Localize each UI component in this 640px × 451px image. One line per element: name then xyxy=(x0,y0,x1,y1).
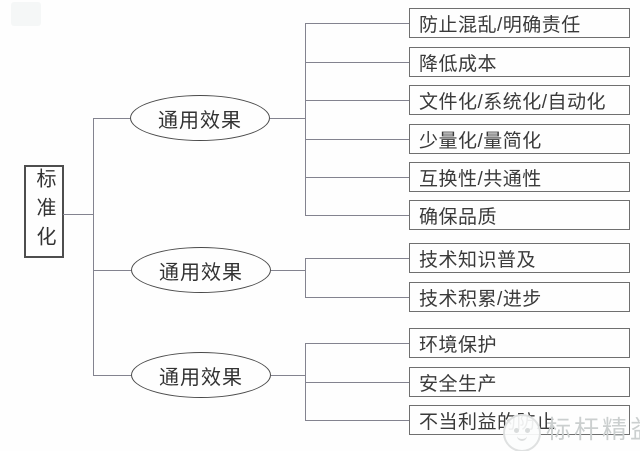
effect-box: 降低成本 xyxy=(409,47,630,77)
effect-box-label: 防止混乱/明确责任 xyxy=(419,14,581,36)
effect-box: 确保品质 xyxy=(409,200,630,230)
effect-box-label: 技术知识普及 xyxy=(419,249,537,271)
logo-mouth xyxy=(517,435,527,441)
logo-eye-left xyxy=(514,428,519,433)
connector-branch xyxy=(305,62,409,63)
logo-eye-right xyxy=(525,428,530,433)
connector-branch xyxy=(305,297,409,298)
connector-trunk-to-group1 xyxy=(93,118,130,119)
effect-box: 技术知识普及 xyxy=(409,243,630,273)
connector-branch xyxy=(305,258,409,259)
effect-box: 技术积累/进步 xyxy=(409,282,630,312)
connector-trunk-to-group3 xyxy=(93,375,131,376)
group3-node: 通用效果 xyxy=(131,352,271,398)
connector-branch xyxy=(305,100,409,101)
effect-box-label: 降低成本 xyxy=(419,53,498,75)
effect-box: 环境保护 xyxy=(409,328,630,358)
effect-box: 安全生产 xyxy=(409,367,630,397)
connector-group3-to-trunk xyxy=(271,375,305,376)
connector-branch xyxy=(305,215,409,216)
effect-box: 互换性/共通性 xyxy=(409,162,630,192)
effect-box-label: 互换性/共通性 xyxy=(419,168,542,190)
effect-box: 文件化/系统化/自动化 xyxy=(409,85,630,115)
connector-branch xyxy=(305,343,409,344)
effect-box-label: 技术积累/进步 xyxy=(419,288,542,310)
connector-branch xyxy=(305,23,409,24)
connector-root-to-trunk xyxy=(63,214,93,215)
scan-artifact xyxy=(11,2,41,26)
effect-box: 少量化/量简化 xyxy=(409,124,630,154)
connector-branch xyxy=(305,177,409,178)
connector-group2-to-trunk xyxy=(271,270,305,271)
group2-node: 通用效果 xyxy=(131,247,271,293)
effect-box-label: 安全生产 xyxy=(419,373,498,395)
watermark-text: 标杆精益 xyxy=(546,416,640,444)
effect-box-label: 文件化/系统化/自动化 xyxy=(419,91,607,113)
connector-left-trunk xyxy=(93,118,94,376)
connector-trunk-to-group2 xyxy=(93,270,131,271)
connector-branch xyxy=(305,420,409,421)
group2-node-label: 通用效果 xyxy=(159,261,243,284)
watermark-panda-logo-icon xyxy=(503,414,541,451)
connector-group2-trunk xyxy=(305,258,306,298)
root-node-label: 标准化 xyxy=(33,168,55,255)
connector-group1-trunk xyxy=(305,23,306,216)
effect-box-label: 环境保护 xyxy=(419,334,498,356)
connector-group1-to-trunk xyxy=(270,118,305,119)
effect-box-label: 确保品质 xyxy=(419,206,498,228)
root-node-standardization: 标准化 xyxy=(24,165,64,258)
connector-branch xyxy=(305,139,409,140)
effect-box-label: 少量化/量简化 xyxy=(419,130,542,152)
group1-node-label: 通用效果 xyxy=(158,109,242,132)
group1-node: 通用效果 xyxy=(130,95,270,141)
connector-branch xyxy=(305,382,409,383)
effect-box: 防止混乱/明确责任 xyxy=(409,8,630,38)
group3-node-label: 通用效果 xyxy=(159,366,243,389)
